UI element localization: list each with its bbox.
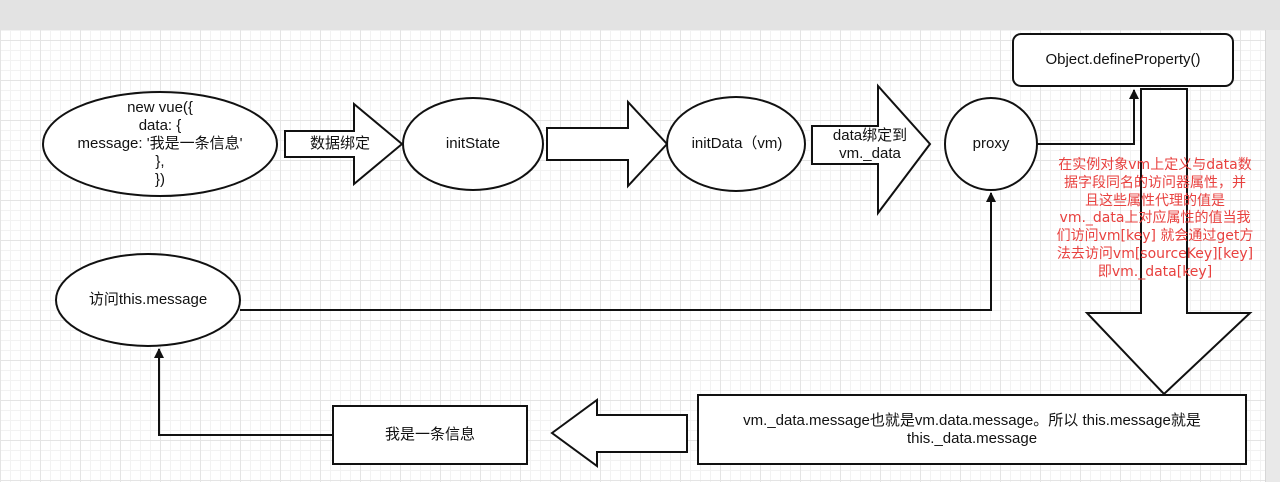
down-block-arrow [1084, 88, 1253, 396]
new-vue-ellipse[interactable] [42, 91, 278, 197]
message-value-box[interactable] [332, 405, 528, 465]
message-value-label: 我是一条信息 [384, 426, 475, 443]
proxy-label: proxy [972, 135, 1010, 152]
conclusion-box[interactable] [697, 394, 1247, 465]
right-scroll-strip[interactable] [1265, 30, 1280, 482]
access-message-ellipse[interactable] [55, 253, 241, 347]
value-to-access-connector [154, 348, 333, 436]
init-state-label: initState [445, 135, 501, 152]
access-message-label: 访问this.message [88, 291, 208, 308]
new-vue-code-label: new vue({ data: { message: '我是一条信息' }, }… [77, 99, 243, 188]
proxy-to-define-property-connector [1037, 89, 1139, 145]
data-binding-block-arrow [284, 101, 404, 187]
left-block-arrow [550, 398, 688, 468]
define-property-label: Object.defineProperty() [1045, 51, 1201, 68]
init-data-label: initData（vm) [691, 135, 783, 152]
data-binding-label: 数据绑定 [309, 135, 370, 152]
define-property-box[interactable] [1012, 33, 1234, 87]
state-to-data-block-arrow [546, 99, 669, 189]
bind-to-vm-data-label: data绑定到 vm._data [832, 127, 908, 162]
access-to-proxy-connector [240, 192, 996, 311]
data-to-proxy-block-arrow [811, 83, 932, 216]
proxy-annotation-note: 在实例对象vm上定义与data数 据字段同名的访问器属性，并 且这些属性代理的值… [1056, 157, 1254, 280]
conclusion-label: vm._data.message也就是vm.data.message。所以 th… [743, 411, 1201, 447]
